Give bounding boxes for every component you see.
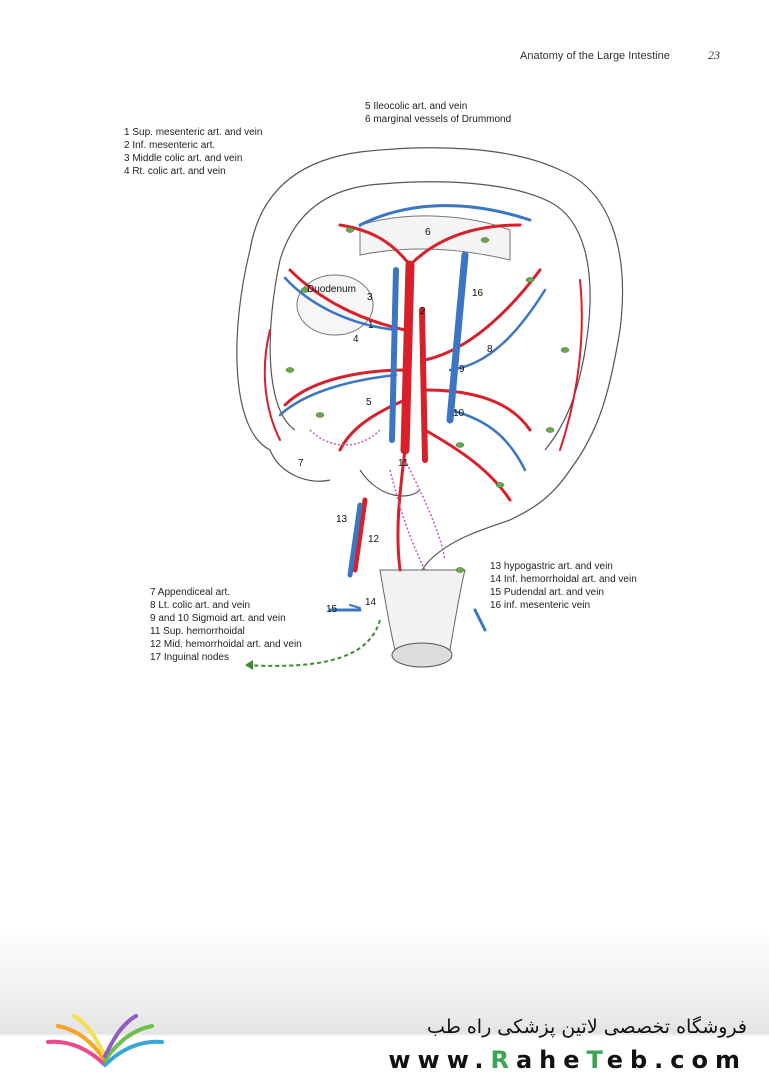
legend-bottom-left: 7 Appendiceal art. 8 Lt. colic art. and … — [150, 586, 302, 664]
label-3: 3 — [367, 292, 373, 303]
legend-item: 1 Sup. mesenteric art. and vein — [124, 127, 263, 138]
legend-item: 15 Pudendal art. and vein — [490, 587, 604, 598]
legend-item: 17 Inguinal nodes — [150, 652, 229, 663]
label-10: 10 — [453, 408, 465, 419]
label-6: 6 — [425, 227, 431, 238]
store-url[interactable]: www.RaheTeb.com — [388, 1046, 747, 1074]
colon-vasculature-illustration: Duodenum 1 2 3 4 5 6 7 8 9 10 11 12 13 1… — [210, 130, 660, 690]
legend-item: 2 Inf. mesenteric art. — [124, 140, 216, 151]
label-2: 2 — [420, 306, 426, 317]
url-suffix: eb.com — [606, 1046, 747, 1074]
lymph-nodes — [285, 227, 570, 573]
label-9: 9 — [459, 364, 465, 375]
transverse-colon — [359, 215, 511, 261]
inguinal-arrow-icon — [245, 660, 253, 670]
legend-item: 8 Lt. colic art. and vein — [150, 600, 251, 611]
legend-top-left: 1 Sup. mesenteric art. and vein 2 Inf. m… — [124, 126, 262, 178]
legend-item: 14 Inf. hemorrhoidal art. and vein — [490, 574, 637, 585]
inguinal-node-path — [244, 619, 381, 667]
url-t: T — [586, 1046, 607, 1074]
legend-bottom-right: 13 hypogastric art. and vein 14 Inf. hem… — [490, 560, 637, 612]
lymph-chains — [309, 429, 446, 571]
label-7: 7 — [298, 458, 304, 469]
label-8: 8 — [487, 344, 493, 355]
legend-item: 9 and 10 Sigmoid art. and vein — [150, 613, 286, 624]
footer-band — [0, 925, 769, 1080]
rectum — [379, 569, 466, 651]
legend-item: 7 Appendiceal art. — [150, 587, 231, 598]
legend-item: 12 Mid. hemorrhoidal art. and vein — [150, 639, 302, 650]
label-12: 12 — [368, 534, 380, 545]
url-mid: ahe — [515, 1046, 587, 1074]
veins — [278, 204, 547, 632]
legend-top: 5 Ileocolic art. and vein 6 marginal ves… — [365, 100, 511, 126]
url-prefix: www. — [388, 1046, 491, 1074]
label-1: 1 — [368, 320, 374, 331]
legend-item: 4 Rt. colic art. and vein — [124, 166, 226, 177]
running-header: Anatomy of the Large Intestine — [520, 50, 670, 62]
page-number: 23 — [708, 48, 720, 62]
label-16: 16 — [472, 288, 484, 299]
legend-item: 11 Sup. hemorrhoidal — [150, 626, 245, 637]
label-5: 5 — [366, 397, 372, 408]
label-duodenum: Duodenum — [307, 284, 356, 295]
anus — [391, 642, 453, 668]
label-15: 15 — [326, 604, 338, 615]
legend-item: 3 Middle colic art. and vein — [124, 153, 243, 164]
label-14: 14 — [365, 597, 377, 608]
store-name: فروشگاه تخصصی لاتین پزشکی راه طب — [427, 1016, 747, 1038]
legend-item: 5 Ileocolic art. and vein — [365, 101, 468, 112]
url-r: R — [490, 1046, 516, 1074]
arteries — [263, 223, 583, 573]
label-11: 11 — [398, 458, 409, 469]
open-book-rainbow-logo-icon — [40, 1010, 170, 1072]
legend-item: 6 marginal vessels of Drummond — [365, 114, 512, 125]
label-4: 4 — [353, 334, 359, 345]
legend-item: 16 inf. mesenteric vein — [490, 600, 591, 611]
label-13: 13 — [336, 514, 348, 525]
legend-item: 13 hypogastric art. and vein — [490, 561, 613, 572]
